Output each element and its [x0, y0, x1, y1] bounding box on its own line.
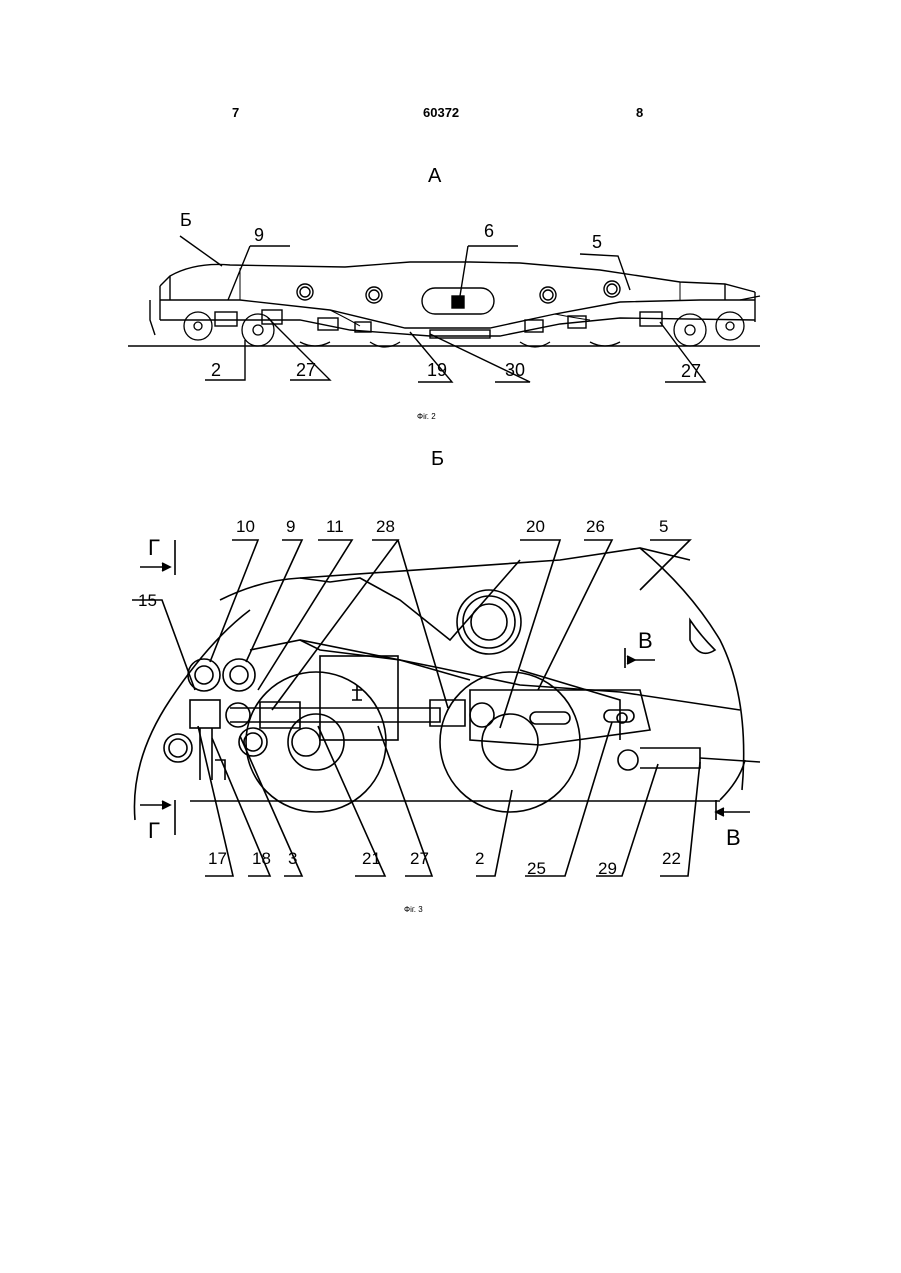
fig3-callout-11: 11	[326, 517, 344, 536]
fig3-callout-10: 10	[236, 517, 255, 536]
section-mark-V-bottom: В	[726, 825, 741, 850]
section-mark-G-top: Г	[148, 535, 160, 560]
fig3-callout-3: 3	[288, 849, 297, 868]
section-mark-G-bottom: Г	[148, 818, 160, 843]
fig3-callout-20: 20	[526, 517, 545, 536]
fig3-callout-5: 5	[659, 517, 668, 536]
fig3-caption: Фіг. 3	[404, 905, 423, 914]
fig3-callout-2: 2	[475, 849, 484, 868]
fig3-callout-25: 25	[527, 859, 546, 878]
fig3-callout-22: 22	[662, 849, 681, 868]
section-mark-V-top: В	[638, 628, 653, 653]
fig3-drawing: 10 9 11 28 20 26 5 15 17 18 3 21 27 2 25…	[0, 0, 901, 940]
fig3-callout-17: 17	[208, 849, 227, 868]
fig3-callout-9: 9	[286, 517, 295, 536]
fig3-callout-18: 18	[252, 849, 271, 868]
fig3-callout-29: 29	[598, 859, 617, 878]
fig3-callout-27: 27	[410, 849, 429, 868]
fig3-callout-28: 28	[376, 517, 395, 536]
fig3-callout-26: 26	[586, 517, 605, 536]
fig3-callout-15: 15	[138, 591, 157, 610]
fig3-callout-21: 21	[362, 849, 381, 868]
